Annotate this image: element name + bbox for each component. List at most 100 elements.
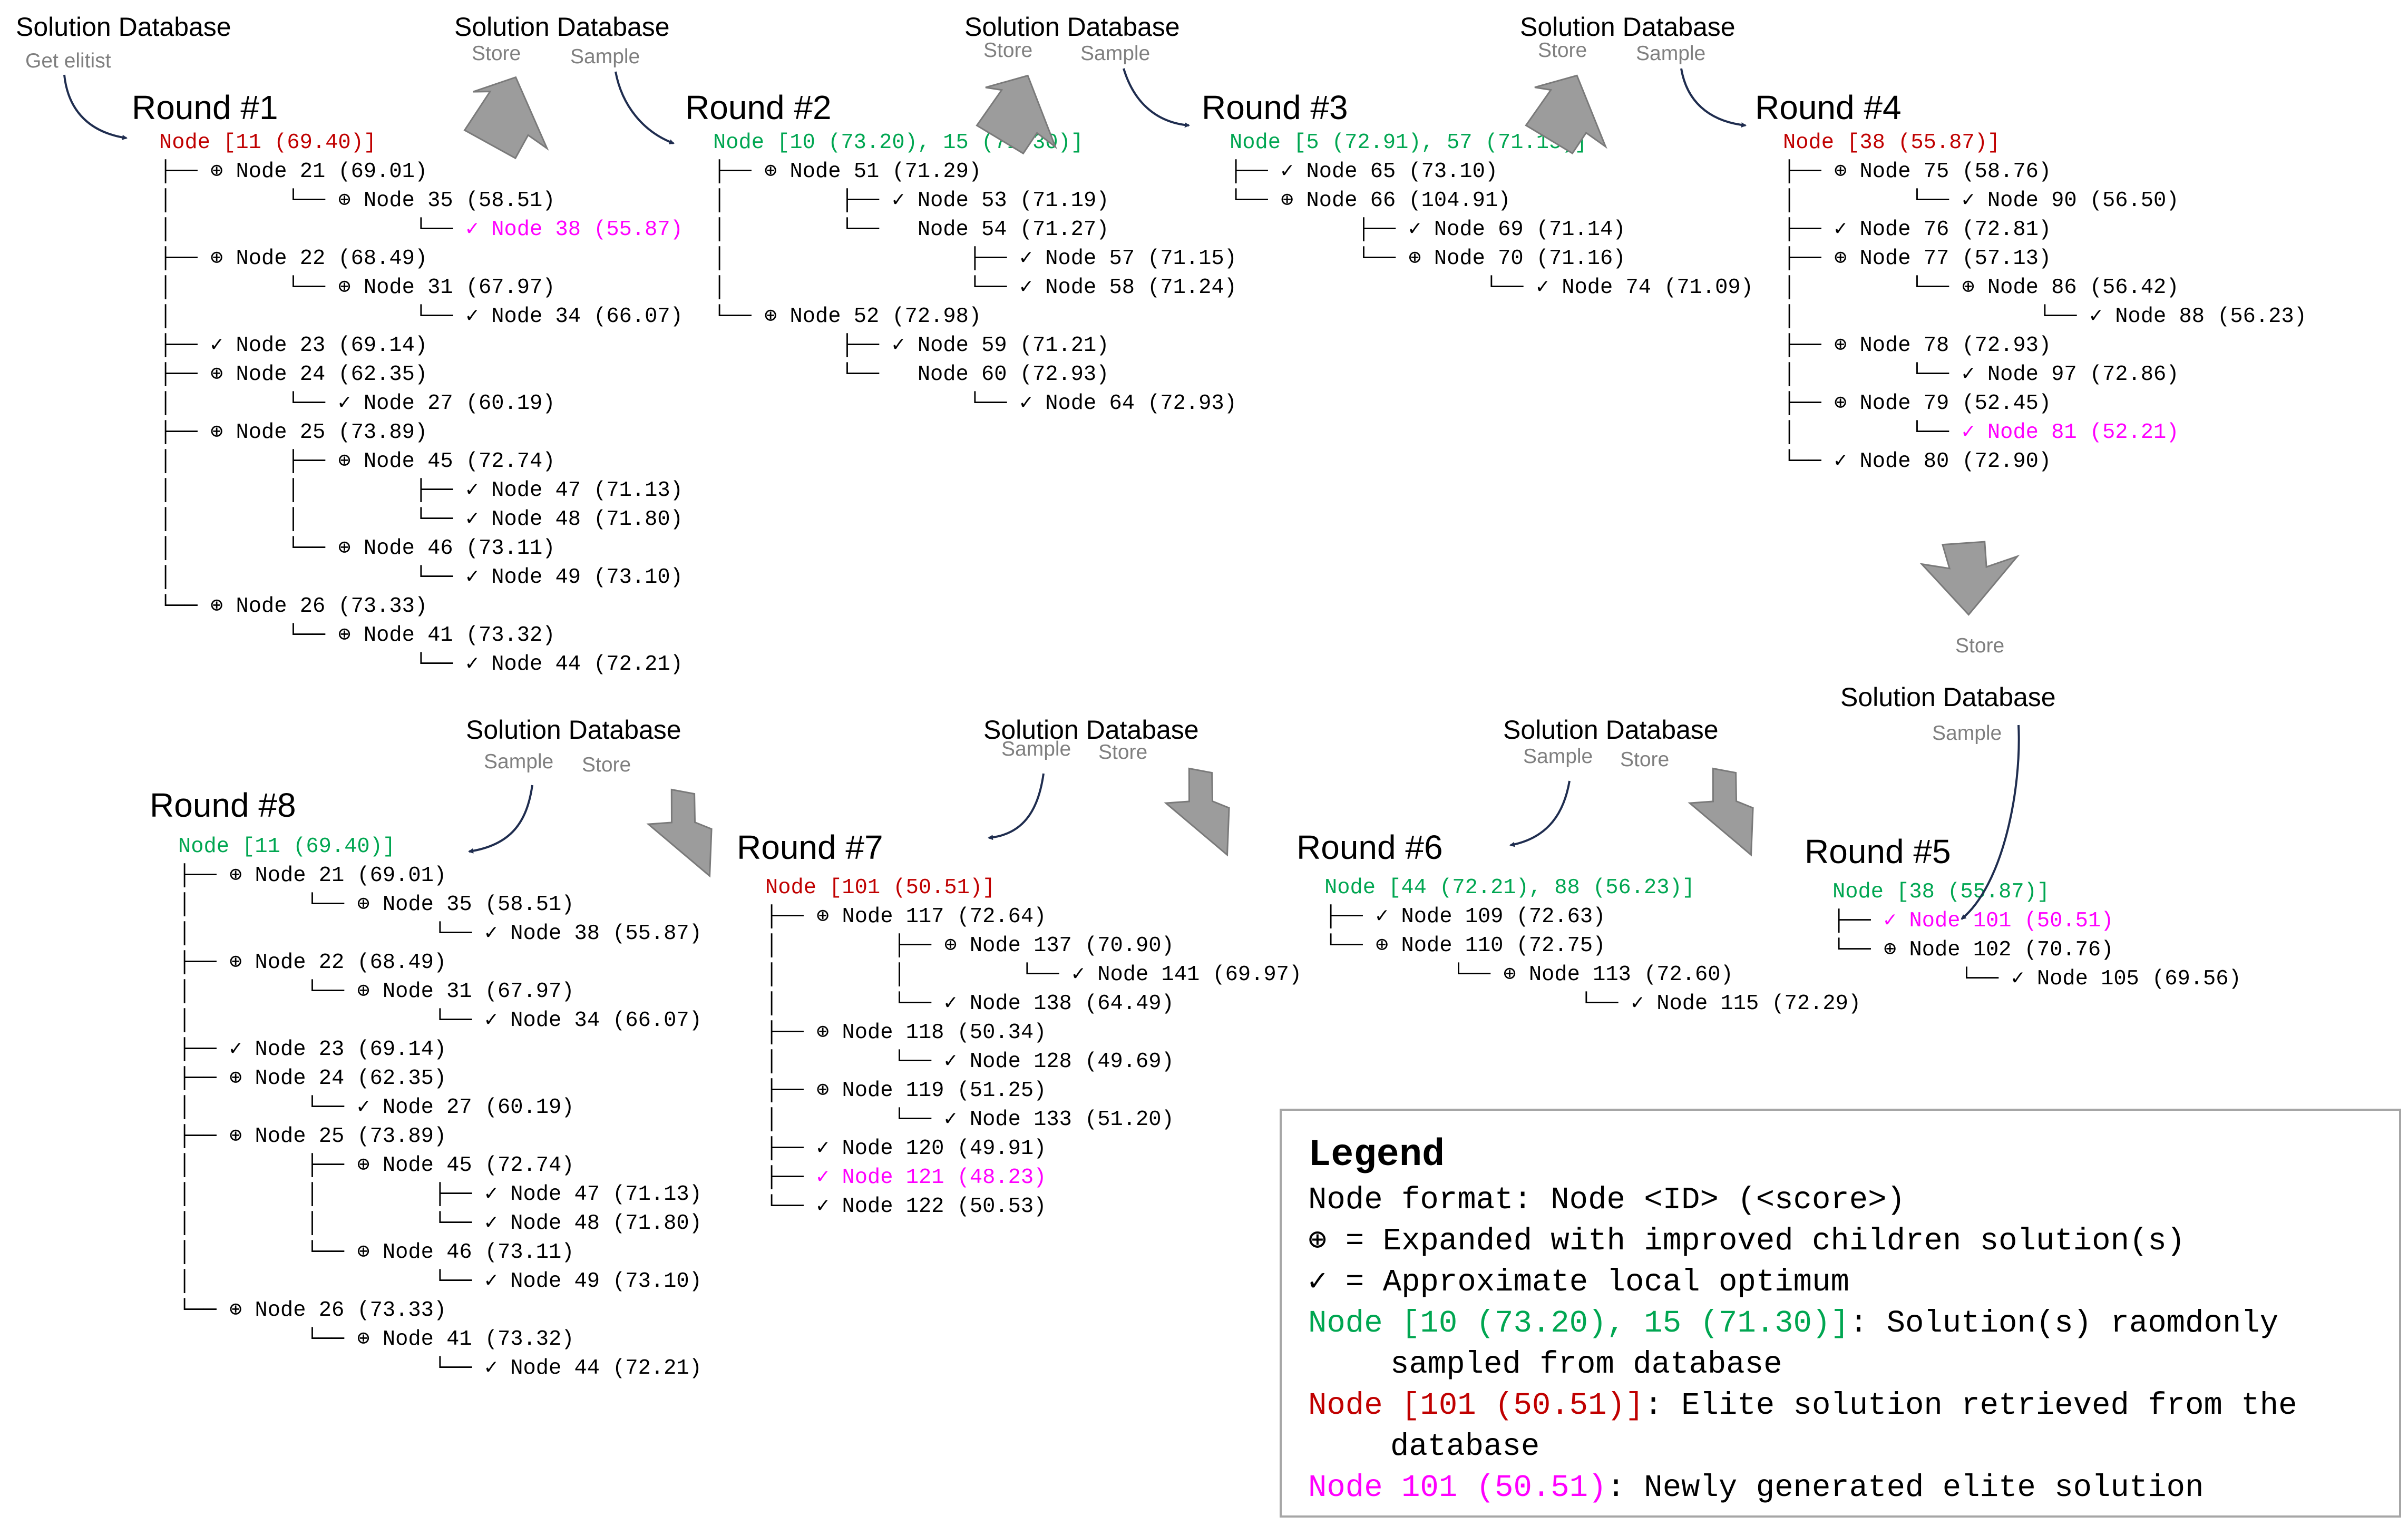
sample-curve-3 xyxy=(1123,68,1190,128)
tree-node-line: │ └── ✓ Node 49 (73.10) xyxy=(159,565,683,590)
tree-root-node: Node [101 (50.51)] xyxy=(765,876,996,900)
legend-title: Legend xyxy=(1308,1133,1445,1177)
sample-label-3: Sample xyxy=(1080,42,1151,65)
store-label-7: Store xyxy=(1098,741,1148,764)
tree-node-line: │ └── ✓ Node 38 (55.87) xyxy=(159,216,683,244)
store-label-2: Store xyxy=(983,39,1033,62)
database-label-store1: Solution Database xyxy=(454,12,670,42)
round6-title: Round #6 xyxy=(1296,828,1443,866)
tree-node-line: └── ⊕ Node 66 (104.91) xyxy=(1230,189,1511,213)
sample-label-7: Sample xyxy=(1001,738,1071,760)
sample-curve-5 xyxy=(1961,725,2020,920)
tree-node-line: │ │ ├── ✓ Node 47 (71.13) xyxy=(159,478,683,503)
legend-elite-cont: database xyxy=(1390,1429,1540,1464)
tree-root-node: Node [38 (55.87)] xyxy=(1832,880,2050,904)
sample-label-5: Sample xyxy=(1932,722,2002,745)
tree-node-line: │ └── ✓ Node 58 (71.24) xyxy=(713,276,1237,300)
database-label-round6: Solution Database xyxy=(1503,715,1719,745)
tree-root-node: Node [11 (69.40)] xyxy=(178,835,396,859)
tree-node-line: ├── ⊕ Node 21 (69.01) xyxy=(178,864,447,888)
tree-node-line: ├── ✓ Node 101 (50.51) xyxy=(1832,907,2241,936)
tree-node-line: ├── ⊕ Node 78 (72.93) xyxy=(1783,334,2052,358)
tree-node-highlight: ✓ Node 101 (50.51) xyxy=(1883,909,2114,933)
tree-node-highlight: ✓ Node 38 (55.87) xyxy=(465,218,683,242)
tree-node-line: └── ⊕ Node 41 (73.32) xyxy=(178,1327,574,1352)
tree-node-line: │ │ └── ✓ Node 48 (71.80) xyxy=(178,1211,702,1236)
legend-new-desc: : Newly generated elite solution xyxy=(1606,1470,2204,1505)
tree-node-line: │ └── ✓ Node 128 (49.69) xyxy=(765,1050,1174,1074)
store-arrows xyxy=(463,74,2020,878)
get-elitist-label: Get elitist xyxy=(25,50,111,72)
get-elitist-curve xyxy=(63,74,128,140)
tree-node-line: └── ✓ Node 122 (50.53) xyxy=(765,1195,1047,1219)
tree-node-line: │ └── ✓ Node 34 (66.07) xyxy=(178,1009,702,1033)
tree-node-line: │ └── ⊕ Node 31 (67.97) xyxy=(178,980,574,1004)
tree-node-line: │ └── ✓ Node 138 (64.49) xyxy=(765,992,1174,1016)
store-label-4: Store xyxy=(1955,634,2005,657)
store-arrow-3 xyxy=(1525,74,1607,155)
tree-node-line: │ └── ⊕ Node 35 (58.51) xyxy=(178,893,574,917)
sample-curve-8 xyxy=(468,785,533,854)
round2-title: Round #2 xyxy=(685,89,832,126)
database-label-round5: Solution Database xyxy=(1840,682,2056,712)
tree-branch-prefix: ├── xyxy=(1832,909,1884,933)
round3-tree: Node [5 (72.91), 57 (71.15)]├── ✓ Node 6… xyxy=(1230,129,1753,302)
round1-tree: Node [11 (69.40)]├── ⊕ Node 21 (69.01)│ … xyxy=(159,129,683,679)
tree-node-line: │ ├── ⊕ Node 137 (70.90) xyxy=(765,934,1174,958)
tree-node-line: ├── ⊕ Node 119 (51.25) xyxy=(765,1079,1047,1103)
round8-title: Round #8 xyxy=(150,786,296,824)
sample-curve-7 xyxy=(988,773,1045,840)
tree-node-line: │ │ └── ✓ Node 141 (69.97) xyxy=(765,963,1302,987)
round4-title: Round #4 xyxy=(1755,89,1902,126)
tree-node-line: │ ├── ⊕ Node 45 (72.74) xyxy=(178,1153,574,1178)
tree-node-line: │ ├── ⊕ Node 45 (72.74) xyxy=(159,449,555,474)
database-label-round8: Solution Database xyxy=(466,715,681,745)
tree-node-highlight: ✓ Node 81 (52.21) xyxy=(1962,420,2179,445)
round7-tree: Node [101 (50.51)]├── ⊕ Node 117 (72.64)… xyxy=(765,874,1302,1221)
tree-node-line: ├── ✓ Node 120 (49.91) xyxy=(765,1137,1047,1161)
sample-curve-4 xyxy=(1680,68,1747,128)
tree-node-line: └── ⊕ Node 113 (72.60) xyxy=(1324,963,1733,987)
sample-label-2: Sample xyxy=(570,45,640,68)
legend-new-row: Node 101 (50.51): Newly generated elite … xyxy=(1308,1472,2204,1503)
sample-label-8: Sample xyxy=(484,750,554,773)
sample-curve-2 xyxy=(615,71,675,144)
legend-sampled-row: Node [10 (73.20), 15 (71.30)]: Solution(… xyxy=(1308,1308,2278,1339)
round7-title: Round #7 xyxy=(737,828,883,866)
tree-node-line: │ └── ✓ Node 81 (52.21) xyxy=(1783,418,2307,447)
tree-root-node: Node [38 (55.87)] xyxy=(1783,131,2001,155)
tree-node-line: │ │ ├── ✓ Node 47 (71.13) xyxy=(178,1182,702,1207)
tree-node-line: │ ├── ✓ Node 53 (71.19) xyxy=(713,189,1109,213)
tree-node-line: └── ✓ Node 105 (69.56) xyxy=(1832,967,2241,991)
tree-node-line: │ └── ✓ Node 90 (56.50) xyxy=(1783,189,2179,213)
legend-box: Legend Node format: Node <ID> (<score>) … xyxy=(1280,1109,2401,1518)
legend-sampled-example: Node [10 (73.20), 15 (71.30)] xyxy=(1308,1306,1849,1341)
round6-tree: Node [44 (72.21), 88 (56.23)]├── ✓ Node … xyxy=(1324,874,1861,1019)
round2-tree: Node [10 (73.20), 15 (71.30)]├── ⊕ Node … xyxy=(713,129,1237,418)
tree-node-line: ├── ⊕ Node 24 (62.35) xyxy=(159,363,428,387)
sample-curves xyxy=(63,68,2020,920)
tree-node-line: ├── ⊕ Node 25 (73.89) xyxy=(178,1124,447,1149)
tree-node-line: │ ├── ✓ Node 57 (71.15) xyxy=(713,247,1237,271)
tree-node-line: └── ✓ Node 44 (72.21) xyxy=(178,1356,702,1381)
tree-node-line: │ └── ✓ Node 27 (60.19) xyxy=(178,1095,574,1120)
tree-node-line: │ └── ⊕ Node 46 (73.11) xyxy=(159,536,555,561)
tree-node-line: │ └── ✓ Node 97 (72.86) xyxy=(1783,363,2179,387)
round4-tree: Node [38 (55.87)]├── ⊕ Node 75 (58.76)│ … xyxy=(1783,129,2307,476)
tree-node-line: │ └── ⊕ Node 86 (56.42) xyxy=(1783,276,2179,300)
tree-branch-prefix: │ └── xyxy=(159,218,466,242)
tree-node-line: ├── ⊕ Node 24 (62.35) xyxy=(178,1067,447,1091)
store-arrow-2 xyxy=(976,74,1057,155)
round5-title: Round #5 xyxy=(1805,833,1951,870)
store-label-6: Store xyxy=(1620,748,1670,771)
tree-node-line: ├── ✓ Node 69 (71.14) xyxy=(1230,218,1626,242)
tree-node-line: │ └── ✓ Node 133 (51.20) xyxy=(765,1108,1174,1132)
store-arrow-6 xyxy=(1688,767,1754,857)
tree-node-line: ├── ✓ Node 23 (69.14) xyxy=(159,334,428,358)
tree-node-line: ├── ✓ Node 65 (73.10) xyxy=(1230,160,1498,184)
tree-node-highlight: ✓ Node 121 (48.23) xyxy=(816,1166,1047,1190)
tree-node-line: └── ✓ Node 80 (72.90) xyxy=(1783,449,2052,474)
tree-node-line: │ │ └── ✓ Node 48 (71.80) xyxy=(159,507,683,532)
tree-root-node: Node [44 (72.21), 88 (56.23)] xyxy=(1324,876,1695,900)
